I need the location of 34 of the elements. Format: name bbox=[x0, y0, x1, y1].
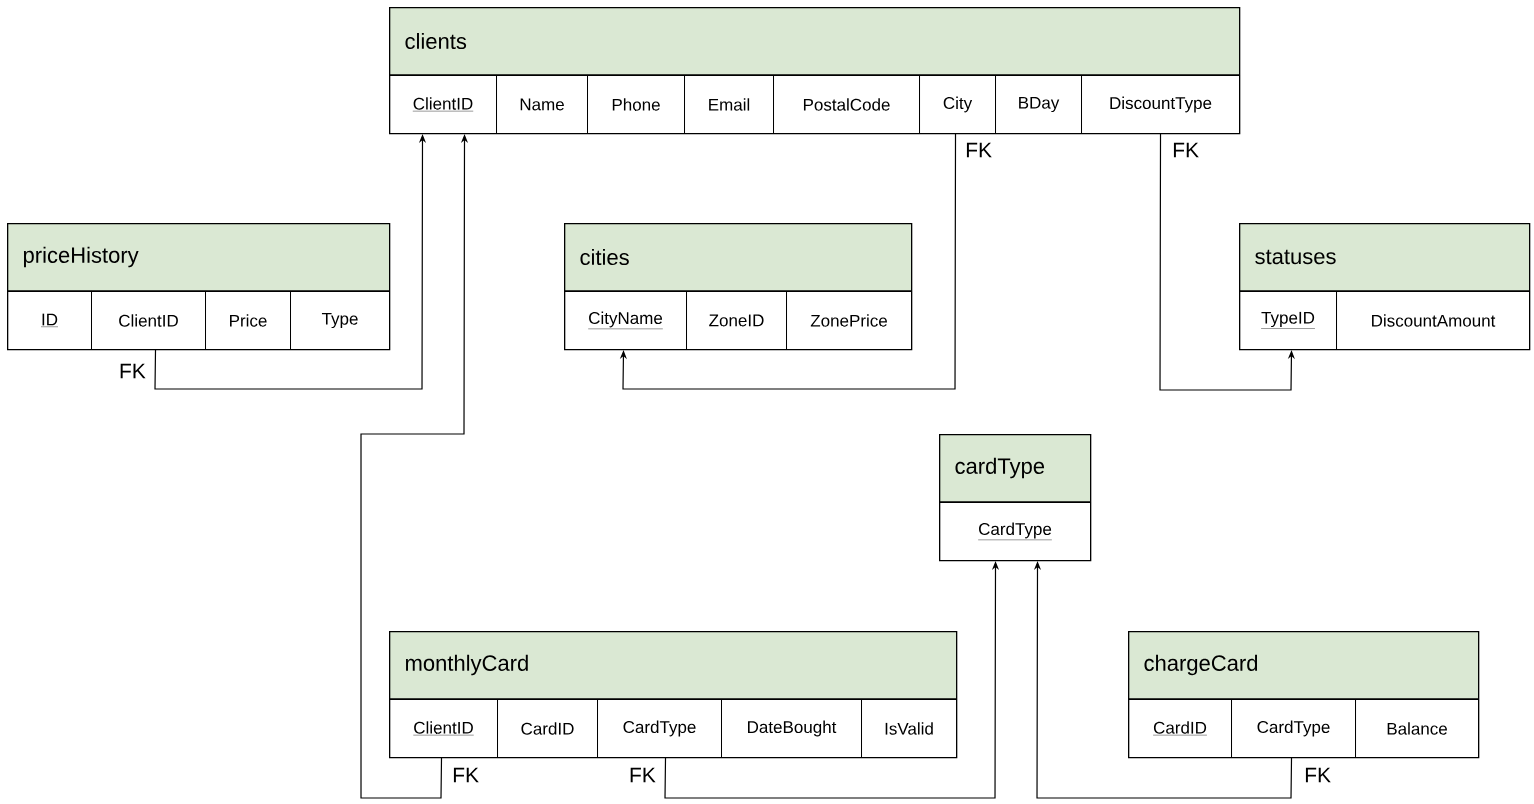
attribute-cell: BDay bbox=[995, 75, 1082, 134]
attribute-cell: ClientID bbox=[389, 699, 498, 758]
attribute-cell: Balance bbox=[1355, 699, 1479, 758]
attribute-cell: Type bbox=[290, 291, 390, 350]
attribute-cell: TypeID bbox=[1239, 291, 1337, 350]
attribute-cell: City bbox=[919, 75, 996, 134]
attribute-cell: CardType bbox=[1231, 699, 1356, 758]
fk-label: FK bbox=[1305, 767, 1331, 783]
attribute-cell: Email bbox=[684, 75, 774, 134]
fk-label: FK bbox=[120, 363, 146, 379]
attribute-cell: CardID bbox=[497, 699, 598, 758]
attribute-cell: CityName bbox=[564, 291, 687, 350]
attribute-cell: ZoneID bbox=[686, 291, 787, 350]
attribute-cell: ID bbox=[7, 291, 92, 350]
connector-arrow bbox=[1159, 133, 1295, 391]
attribute-cell: Price bbox=[205, 291, 291, 350]
attribute-cell: PostalCode bbox=[773, 75, 920, 134]
attribute-cell: ClientID bbox=[389, 75, 497, 134]
fk-label: FK bbox=[630, 767, 656, 783]
attribute-cell: DiscountAmount bbox=[1336, 291, 1530, 350]
fk-label: FK bbox=[966, 142, 992, 158]
fk-label: FK bbox=[453, 767, 479, 783]
attribute-cell: ZonePrice bbox=[786, 291, 912, 350]
attribute-cell: IsValid bbox=[861, 699, 957, 758]
attribute-cell: ClientID bbox=[91, 291, 206, 350]
attribute-cell: DiscountType bbox=[1081, 75, 1240, 134]
attribute-cell: Phone bbox=[587, 75, 685, 134]
fk-label: FK bbox=[1173, 142, 1199, 158]
attribute-cell: CardType bbox=[597, 699, 722, 758]
attribute-cell: CardID bbox=[1128, 699, 1232, 758]
attribute-cell: Name bbox=[496, 75, 588, 134]
attribute-cell: DateBought bbox=[721, 699, 862, 758]
attribute-cell: CardType bbox=[939, 502, 1091, 561]
connector-arrow bbox=[619, 133, 957, 390]
